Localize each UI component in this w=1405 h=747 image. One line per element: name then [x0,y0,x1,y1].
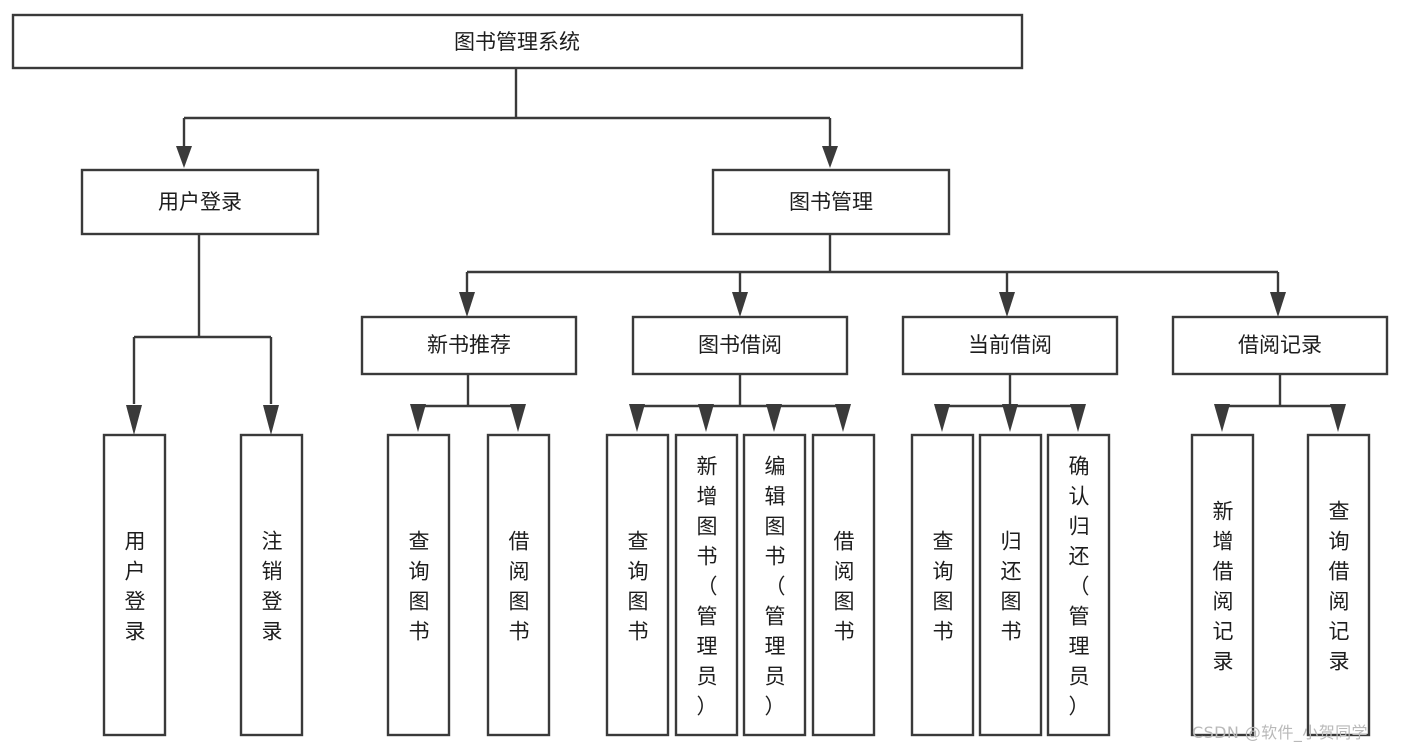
leaf-query-book-2[interactable]: 查询图书 [605,433,670,737]
leaf-query-borrow-record-label: 查询借阅记录 [1329,499,1350,673]
node-book-borrow-label: 图书借阅 [698,333,782,357]
node-new-book-recommend[interactable]: 新书推荐 [360,315,578,376]
leaf-query-book-1-label: 查询图书 [409,529,430,643]
leaf-user-login-label: 用户登录 [125,529,146,643]
node-root-label: 图书管理系统 [454,30,580,54]
leaf-confirm-return-admin-box[interactable] [1046,433,1111,737]
arrowhead-icon [629,404,645,432]
node-user-login-box[interactable] [80,168,320,236]
arrowhead-icon [176,146,192,168]
leaf-user-login-box[interactable] [102,433,167,737]
leaf-edit-book-admin-box[interactable] [742,433,807,737]
arrowhead-icon [999,292,1015,317]
arrowhead-icon [1330,404,1346,432]
leaf-return-book-label: 归还图书 [1001,529,1022,643]
node-new-book-recommend-box[interactable] [360,315,578,376]
leaf-add-borrow-record-box[interactable] [1190,433,1255,737]
node-new-book-recommend-label: 新书推荐 [427,333,511,357]
node-current-borrow-box[interactable] [901,315,1119,376]
arrowhead-icon [822,146,838,168]
arrowhead-icon [263,405,279,435]
leaf-add-book-admin[interactable]: 新增图书（管理员） [674,433,739,737]
arrowhead-icon [410,404,426,432]
arrowhead-icon [1070,404,1086,432]
csdn-watermark: CSDN @软件_小贺同学 [1192,723,1368,742]
leaf-add-book-admin-label: 新增图书（管理员） [697,454,718,718]
arrowhead-icon [126,405,142,435]
node-book-borrow-box[interactable] [631,315,849,376]
leaf-edit-book-admin[interactable]: 编辑图书（管理员） [742,433,807,737]
node-user-login-label: 用户登录 [158,190,242,214]
leaf-query-book-1[interactable]: 查询图书 [386,433,451,737]
node-book-borrow[interactable]: 图书借阅 [631,315,849,376]
arrowhead-icon [766,404,782,432]
node-book-management-label: 图书管理 [789,190,873,214]
arrowhead-icon [510,404,526,432]
leaf-query-borrow-record[interactable]: 查询借阅记录 [1306,433,1371,737]
node-root[interactable]: 图书管理系统 [11,13,1024,70]
leaf-borrow-book-2-label: 借阅图书 [834,529,855,643]
leaf-logout-box[interactable] [239,433,304,737]
arrowhead-icon [1002,404,1018,432]
leaf-borrow-book-1-box[interactable] [486,433,551,737]
arrowheads-group [126,146,1346,435]
leaf-query-book-2-label: 查询图书 [628,529,649,643]
node-borrow-record-box[interactable] [1171,315,1389,376]
node-current-borrow[interactable]: 当前借阅 [901,315,1119,376]
leaf-query-borrow-record-box[interactable] [1306,433,1371,737]
leaf-query-book-2-box[interactable] [605,433,670,737]
leaf-return-book[interactable]: 归还图书 [978,433,1043,737]
arrowhead-icon [459,292,475,317]
node-current-borrow-label: 当前借阅 [968,333,1052,357]
leaf-borrow-book-2[interactable]: 借阅图书 [811,433,876,737]
node-user-login[interactable]: 用户登录 [80,168,320,236]
node-root-box[interactable] [11,13,1024,70]
leaf-add-borrow-record-label: 新增借阅记录 [1213,499,1234,673]
leaf-query-book-1-box[interactable] [386,433,451,737]
node-borrow-record-label: 借阅记录 [1238,333,1322,357]
arrowhead-icon [732,292,748,317]
leaf-borrow-book-1-label: 借阅图书 [509,529,530,643]
arrowhead-icon [835,404,851,432]
leaf-borrow-book-1[interactable]: 借阅图书 [486,433,551,737]
leaf-query-book-3[interactable]: 查询图书 [910,433,975,737]
arrowhead-icon [1214,404,1230,432]
leaf-borrow-book-2-box[interactable] [811,433,876,737]
arrowhead-icon [698,404,714,432]
leaf-confirm-return-admin-label: 确认归还（管理员） [1069,454,1090,718]
leaf-confirm-return-admin[interactable]: 确认归还（管理员） [1046,433,1111,737]
leaf-logout[interactable]: 注销登录 [239,433,304,737]
leaf-edit-book-admin-label: 编辑图书（管理员） [765,454,786,718]
leaf-add-book-admin-box[interactable] [674,433,739,737]
leaf-logout-label: 注销登录 [262,529,283,643]
node-borrow-record[interactable]: 借阅记录 [1171,315,1389,376]
arrowhead-icon [1270,292,1286,317]
node-book-management[interactable]: 图书管理 [711,168,951,236]
arrowhead-icon [934,404,950,432]
node-book-management-box[interactable] [711,168,951,236]
leaf-query-book-3-label: 查询图书 [933,529,954,643]
leaf-add-borrow-record[interactable]: 新增借阅记录 [1190,433,1255,737]
leaf-query-book-3-box[interactable] [910,433,975,737]
leaf-return-book-box[interactable] [978,433,1043,737]
leaf-user-login[interactable]: 用户登录 [102,433,167,737]
